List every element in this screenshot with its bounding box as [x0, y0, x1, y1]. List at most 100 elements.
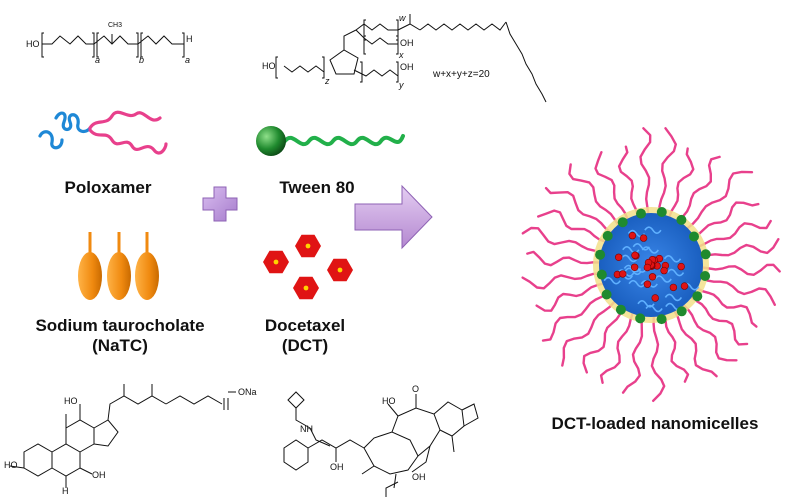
micelle-tween-head [676, 306, 687, 317]
poloxamer-h-text: H [186, 34, 193, 44]
micelle-core-chain [637, 300, 655, 308]
poloxamer-ch3-text: CH3 [108, 22, 123, 29]
micelle-tween-head [595, 249, 606, 260]
poloxamer-a2-text: a [185, 55, 191, 65]
natc-label-line2: (NaTC) [92, 336, 148, 355]
micelle-tween-head [635, 313, 646, 324]
micelle-core-chain [666, 268, 685, 277]
micelle-pink-chain [521, 272, 601, 290]
micelle-core-chain [641, 246, 659, 254]
poloxamer-illustration [38, 110, 168, 155]
micelle-drug-dot [643, 280, 652, 288]
micelle-pink-chain [657, 127, 677, 215]
micelle-tween-head [617, 217, 628, 228]
micelle-pink-chain [535, 282, 604, 312]
micelle-pink-chain [701, 263, 781, 276]
micelle-drug-dot [660, 266, 668, 275]
micelle-drug-dot [619, 270, 627, 278]
tween-y-text: y [399, 80, 404, 90]
micelle-pink-chain [599, 312, 634, 384]
micelle-pink-chain [693, 201, 760, 238]
tween-ho-text: HO [262, 61, 276, 71]
poloxamer-formula [41, 32, 185, 58]
natc-ho2-text: HO [64, 396, 78, 406]
natc-h-text: H [62, 486, 69, 496]
tween-z-text: z [325, 76, 330, 86]
dct-oh1-text: OH [330, 462, 344, 472]
natc-oh-text: OH [92, 470, 106, 480]
micelle-pink-chain [521, 226, 602, 253]
micelle-tween-head [689, 231, 699, 242]
micelle-tween-head [692, 291, 703, 302]
micelle-tween-head [615, 304, 626, 315]
micelle-drug-dot [669, 283, 678, 292]
micelle-core-chain [654, 275, 672, 283]
micelle-pink-chain [696, 287, 758, 328]
natc-structure [9, 384, 236, 488]
natc-illustration [78, 232, 159, 300]
micelle-pink-chain [594, 151, 629, 220]
dct-label-line1: Docetaxel [264, 316, 346, 335]
micelle-core-chain [620, 254, 639, 263]
micelle-pink-chain [526, 250, 601, 267]
micelle-pink-chain [701, 238, 780, 258]
micelle-pink-chain [541, 292, 609, 342]
micelle-drug-dot [677, 262, 685, 271]
micelle-pink-chain [621, 315, 645, 394]
micelle-tween-head [676, 214, 687, 225]
tween-oh2-text: OH [400, 62, 414, 72]
micelle-drug-dot [651, 294, 659, 302]
micelle-pink-chain [568, 163, 620, 226]
tween-w-text: w [399, 13, 406, 23]
micelle-core-chain [628, 279, 646, 288]
micelle-pink-chain [698, 219, 772, 248]
micelle-drug-dot [648, 273, 657, 281]
tween-oh1-text: OH [400, 38, 414, 48]
micelle-pink-chain [678, 155, 721, 223]
micelle-pink-chain [639, 127, 652, 215]
micelle-pink-chain [686, 170, 754, 230]
nanomicelle-illustration [521, 127, 781, 402]
micelle-pink-chain [537, 209, 606, 243]
natc-ho1-text: HO [4, 460, 18, 470]
micelle-pink-chain [673, 310, 718, 378]
micelle-drug-dot [639, 234, 648, 242]
micelle-core-chain [644, 226, 662, 234]
micelle-drug-dot [614, 253, 623, 261]
poloxamer-b-text: b [139, 55, 145, 65]
tween80-label: Tween 80 [279, 178, 355, 197]
micelle-pink-chain [544, 186, 612, 234]
micelle-tween-head [656, 314, 667, 325]
micelle-pink-chain [650, 315, 666, 402]
docetaxel-center-dot [305, 243, 311, 249]
micelle-core-chain [603, 276, 621, 285]
micelle-pink-chain [682, 304, 738, 362]
micelle-tween-head [636, 208, 646, 219]
micelle-drug-dot [680, 282, 689, 290]
tween80-formula [275, 14, 547, 103]
plus-icon [202, 186, 238, 222]
docetaxel-center-dot [303, 285, 309, 291]
micelle-tween-head [656, 207, 667, 217]
dct-structure [283, 391, 479, 497]
dct-o-text: O [412, 384, 420, 394]
natc-label-line1: Sodium taurocholate [35, 316, 205, 335]
micelle-tween-head [601, 289, 612, 300]
micelle-pink-chain [561, 300, 616, 367]
micelle-drug-dot [631, 251, 639, 259]
docetaxel-center-dot [273, 259, 279, 265]
micelle-core-chain [624, 267, 642, 276]
micelle-tween-head [700, 271, 711, 281]
micelle-core-chain [664, 293, 683, 302]
micelle-pink-chain [700, 277, 776, 306]
natc-ona-text: ONa [238, 387, 257, 397]
tween80-illustration [256, 126, 405, 156]
micelle-pink-chain [690, 296, 749, 346]
dct-ho-text: HO [382, 396, 396, 406]
nanomicelles-label: DCT-loaded nanomicelles [551, 414, 759, 433]
dct-label-line2: (DCT) [281, 336, 329, 355]
docetaxel-illustration [263, 234, 353, 300]
micelle-core-chain [663, 255, 682, 263]
micelle-core-chain [632, 243, 650, 251]
